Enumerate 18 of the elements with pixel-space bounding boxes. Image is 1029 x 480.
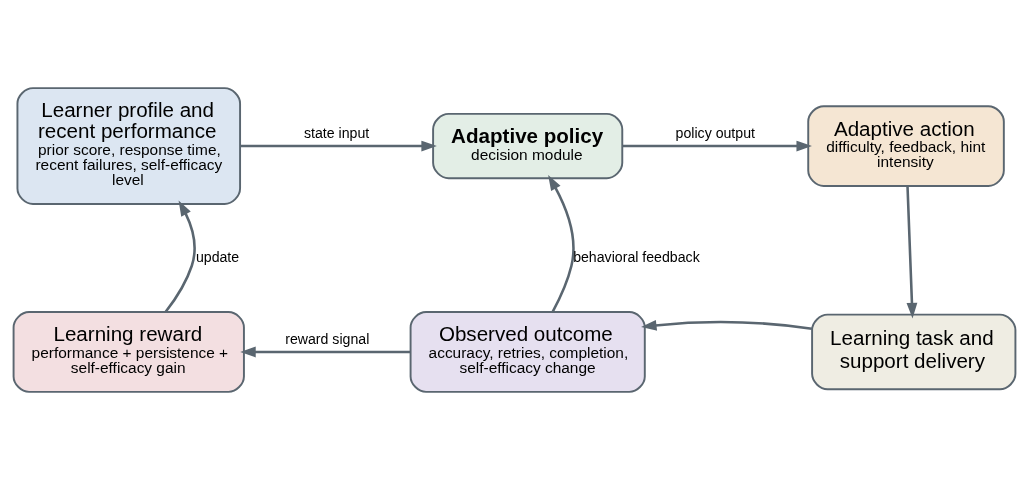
edge-label: state input [303,125,370,142]
arrow [906,186,918,319]
node-box: Adaptive policy decision module [432,112,624,180]
arrow [240,140,437,152]
edge-label: update [195,248,240,265]
arrow [164,200,196,313]
node-box: Learner profile and recent performance prior score, response time, recent failures, self-efficacy level [16,87,242,205]
node-box: Adaptive action difficulty, feedback, hint intensity [807,105,1005,187]
edge-label: behavioral feedback [573,248,700,265]
edge-label: reward signal [285,330,370,347]
arrow [240,346,411,358]
edge-label: policy output [675,125,755,142]
arrow [548,175,575,313]
node-box: Observed outcome accuracy, retries, completion, self-efficacy change [409,311,646,393]
node-box: Learning reward performance + persistence + self-efficacy gain [12,311,245,393]
arrow [641,319,813,331]
arrow [622,140,812,152]
node-box: Learning task and support delivery [811,313,1017,391]
